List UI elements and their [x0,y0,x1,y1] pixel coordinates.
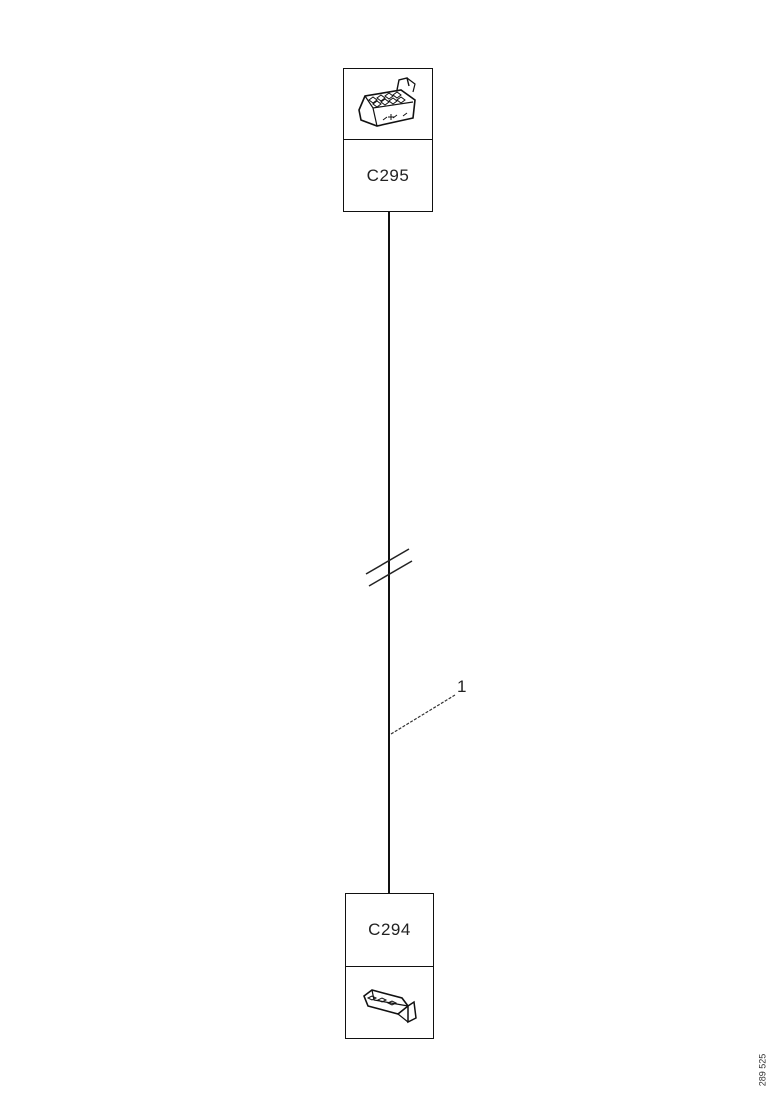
connector-label: C294 [368,920,411,939]
reference-code: 289 525 [752,1048,772,1092]
callout-leader-line [390,694,456,735]
connector-label-cell: C294 [346,894,433,967]
connector-c294[interactable]: C294 [345,893,434,1039]
connector-housing-image [344,69,432,140]
connector-plug-image [346,967,433,1038]
wire-break-symbol [365,548,413,587]
connector-plug-icon [362,988,417,1023]
reference-code-text: 289 525 [757,1053,768,1087]
connector-label: C295 [366,165,410,185]
connector-housing-icon [358,77,416,127]
connector-c295[interactable]: C295 [343,68,433,212]
wire-callout-number: 1 [457,677,467,696]
connector-label-cell: C295 [344,140,432,211]
